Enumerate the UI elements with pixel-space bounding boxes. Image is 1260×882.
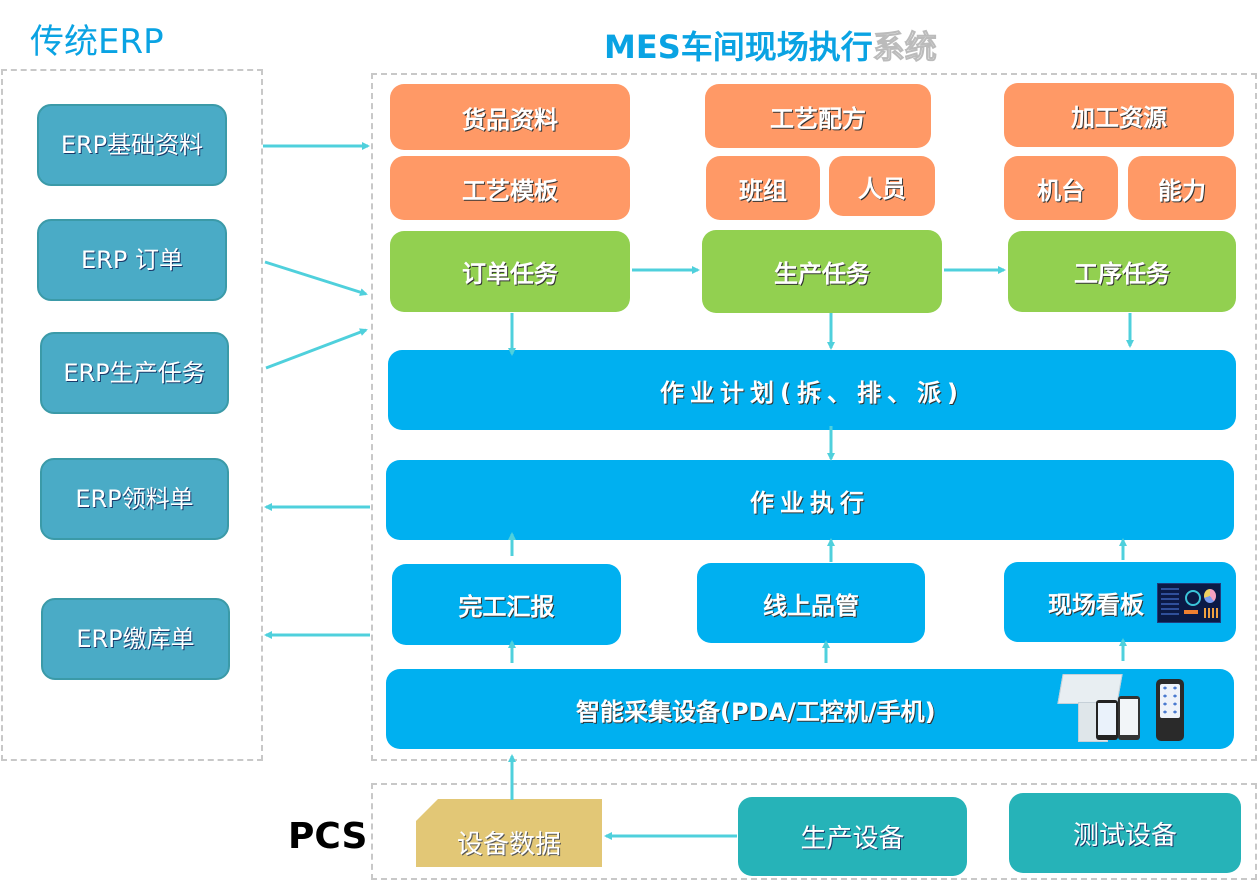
staff[interactable]: 人员 xyxy=(829,156,935,216)
production-equipment[interactable]: 生产设备 xyxy=(738,797,967,876)
work-execution[interactable]: 作业执行 xyxy=(386,460,1234,540)
order-task[interactable]: 订单任务 xyxy=(390,231,630,312)
erp-warehouse-receipt[interactable]: ERP缴库单 xyxy=(41,598,230,680)
process-recipe[interactable]: 工艺配方 xyxy=(705,84,931,148)
erp-section-title: 传统ERP xyxy=(30,22,164,62)
pda-handheld-icon xyxy=(1156,679,1184,741)
erp-production-task[interactable]: ERP生产任务 xyxy=(40,332,229,414)
erp-picking-list[interactable]: ERP领料单 xyxy=(40,458,229,540)
online-quality-control[interactable]: 线上品管 xyxy=(697,563,925,643)
processing-resources[interactable]: 加工资源 xyxy=(1004,83,1234,147)
goods-data[interactable]: 货品资料 xyxy=(390,84,630,150)
team[interactable]: 班组 xyxy=(706,156,820,220)
erp-basic-data[interactable]: ERP基础资料 xyxy=(37,104,227,186)
shop-floor-dashboard-label: 现场看板 xyxy=(1048,590,1144,619)
mes-container xyxy=(371,73,1257,761)
pcs-container xyxy=(371,783,1257,880)
erp-container xyxy=(1,69,263,761)
smart-collection-devices-label: 智能采集设备(PDA/工控机/手机) xyxy=(576,697,936,726)
machine[interactable]: 机台 xyxy=(1004,156,1118,220)
erp-order[interactable]: ERP 订单 xyxy=(37,219,227,301)
work-plan[interactable]: 作业计划(拆、排、派) xyxy=(388,350,1236,430)
dashboard-screen-icon xyxy=(1157,583,1221,623)
arrow-erp-task-to-mes xyxy=(265,328,368,370)
operation-task[interactable]: 工序任务 xyxy=(1008,231,1236,312)
process-template[interactable]: 工艺模板 xyxy=(390,156,630,220)
completion-report[interactable]: 完工汇报 xyxy=(392,564,621,645)
production-task[interactable]: 生产任务 xyxy=(702,230,942,313)
pcs-section-title: PCS xyxy=(288,816,368,857)
capacity[interactable]: 能力 xyxy=(1128,156,1236,220)
industrial-terminal-icon xyxy=(1057,674,1142,742)
mes-section-title: MES车间现场执行系统 xyxy=(604,22,937,68)
arrow-erp-order-to-mes xyxy=(264,260,368,297)
test-equipment[interactable]: 测试设备 xyxy=(1009,793,1241,873)
device-data[interactable]: 设备数据 xyxy=(416,799,602,867)
mes-title-faded: 系统 xyxy=(872,28,937,67)
mes-title-main: MES车间现场执行 xyxy=(604,28,873,66)
